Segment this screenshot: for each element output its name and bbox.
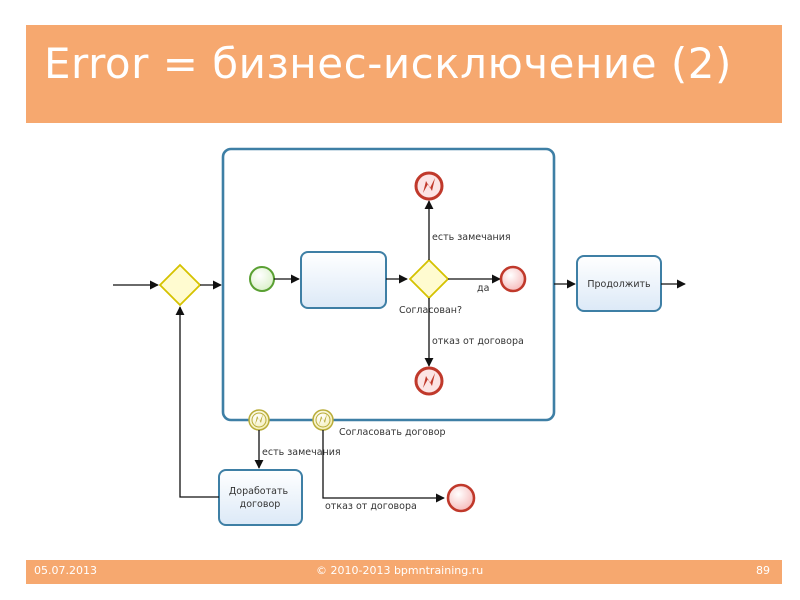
merge-gateway	[158, 263, 202, 307]
flow-yes-label: да	[477, 283, 489, 294]
task-rework-line-1: Доработать	[229, 486, 289, 497]
end-event-lower	[446, 483, 476, 513]
error-icon	[423, 373, 435, 388]
footer-bar: 05.07.2013 © 2010-2013 bpmntraining.ru 8…	[26, 560, 782, 584]
footer-date: 05.07.2013	[34, 564, 97, 577]
gateway-label: Согласован?	[399, 305, 462, 316]
flow-rework-loop	[175, 306, 219, 498]
error-end-event-bottom	[414, 366, 444, 396]
footer-page-number: 89	[756, 564, 770, 577]
footer-copyright: © 2010-2013 bpmntraining.ru	[316, 564, 484, 577]
boundary-flow-refusal-label: отказ от договора	[325, 501, 417, 512]
flow-remarks-label: есть замечания	[432, 232, 511, 243]
start-event	[249, 266, 275, 292]
flow-boundary-refusal	[322, 430, 445, 503]
boundary-flow-remarks-label: есть замечания	[262, 447, 341, 458]
task-rework-line-2: договор	[240, 499, 281, 510]
inner-task	[300, 251, 387, 309]
error-icon	[319, 414, 327, 425]
error-icon	[423, 178, 435, 193]
end-event-inner	[499, 265, 527, 293]
boundary-error-event-refusal	[312, 409, 334, 431]
flow-refusal-label: отказ от договора	[432, 336, 524, 347]
task-rework-label: Доработать договор	[229, 486, 291, 510]
task-rework	[218, 469, 303, 526]
boundary-error-event-remarks	[248, 409, 270, 431]
error-icon	[255, 414, 263, 425]
task-continue-label: Продолжить	[587, 279, 651, 290]
subprocess-label: Согласовать договор	[339, 427, 446, 438]
title-bar: Error = бизнес-исключение (2)	[26, 25, 782, 123]
page-title: Error = бизнес-исключение (2)	[44, 39, 732, 88]
error-end-event-top	[414, 171, 444, 201]
